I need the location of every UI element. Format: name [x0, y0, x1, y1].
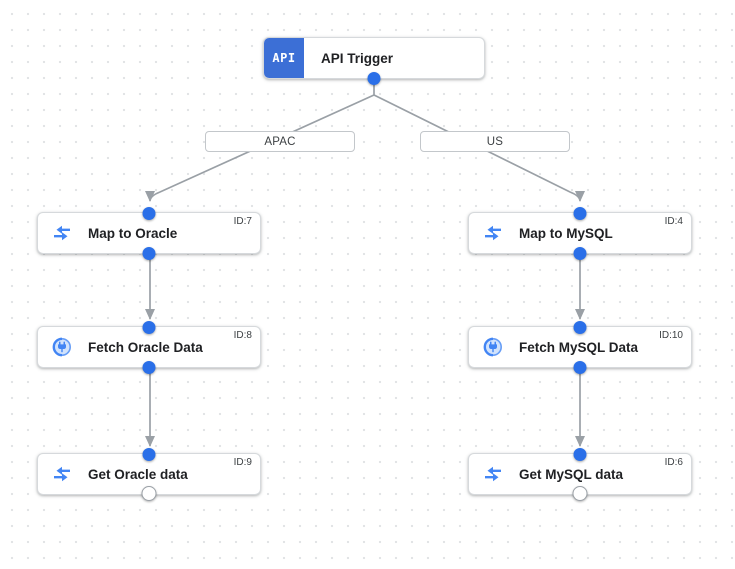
- node-api-trigger[interactable]: API API Trigger: [263, 37, 485, 85]
- input-port[interactable]: [142, 206, 156, 220]
- connector-icon: [483, 337, 503, 357]
- api-trigger-icon-label: API: [272, 51, 296, 65]
- node-title: Fetch Oracle Data: [88, 339, 203, 355]
- terminal-port[interactable]: [572, 486, 588, 501]
- input-port[interactable]: [142, 447, 156, 461]
- terminal-port[interactable]: [141, 486, 157, 501]
- node-title: Map to MySQL: [519, 225, 613, 241]
- node-get-mysql-data[interactable]: ID:6 Get MySQL data: [468, 447, 692, 501]
- node-title: Fetch MySQL Data: [519, 339, 639, 355]
- node-title: Map to Oracle: [88, 225, 178, 241]
- output-port[interactable]: [142, 246, 156, 260]
- node-id-badge: ID:9: [233, 457, 252, 468]
- node-title: Get MySQL data: [519, 466, 624, 482]
- branch-label-text: APAC: [264, 135, 296, 148]
- data-mapping-icon: [483, 464, 503, 484]
- node-id-badge: ID:7: [233, 216, 252, 227]
- data-mapping-icon: [52, 464, 72, 484]
- data-mapping-icon: [483, 223, 503, 243]
- node-title: API Trigger: [321, 50, 394, 66]
- connector-icon: [52, 337, 72, 357]
- branch-label-text: US: [486, 135, 504, 148]
- output-port[interactable]: [142, 360, 156, 374]
- node-id-badge: ID:4: [664, 216, 683, 227]
- output-port[interactable]: [367, 71, 381, 85]
- node-map-to-mysql[interactable]: ID:4 Map to MySQL: [468, 206, 692, 260]
- data-mapping-icon: [52, 223, 72, 243]
- node-title: Get Oracle data: [88, 466, 188, 482]
- input-port[interactable]: [142, 320, 156, 334]
- branch-label-us[interactable]: US: [420, 131, 570, 152]
- branch-label-apac[interactable]: APAC: [205, 131, 355, 152]
- node-id-badge: ID:8: [233, 330, 252, 341]
- node-id-badge: ID:10: [659, 330, 683, 341]
- edge-branch-us: [373, 94, 585, 202]
- input-port[interactable]: [573, 447, 587, 461]
- node-id-badge: ID:6: [664, 457, 683, 468]
- node-fetch-mysql-data[interactable]: ID:10 Fetch MySQL Data: [468, 320, 692, 374]
- api-trigger-icon: API: [264, 38, 304, 78]
- input-port[interactable]: [573, 206, 587, 220]
- output-port[interactable]: [573, 360, 587, 374]
- node-fetch-oracle-data[interactable]: ID:8 Fetch Oracle Data: [37, 320, 261, 374]
- output-port[interactable]: [573, 246, 587, 260]
- node-get-oracle-data[interactable]: ID:9 Get Oracle data: [37, 447, 261, 501]
- edge-branch-apac: [145, 94, 375, 202]
- input-port[interactable]: [573, 320, 587, 334]
- node-map-to-oracle[interactable]: ID:7 Map to Oracle: [37, 206, 261, 260]
